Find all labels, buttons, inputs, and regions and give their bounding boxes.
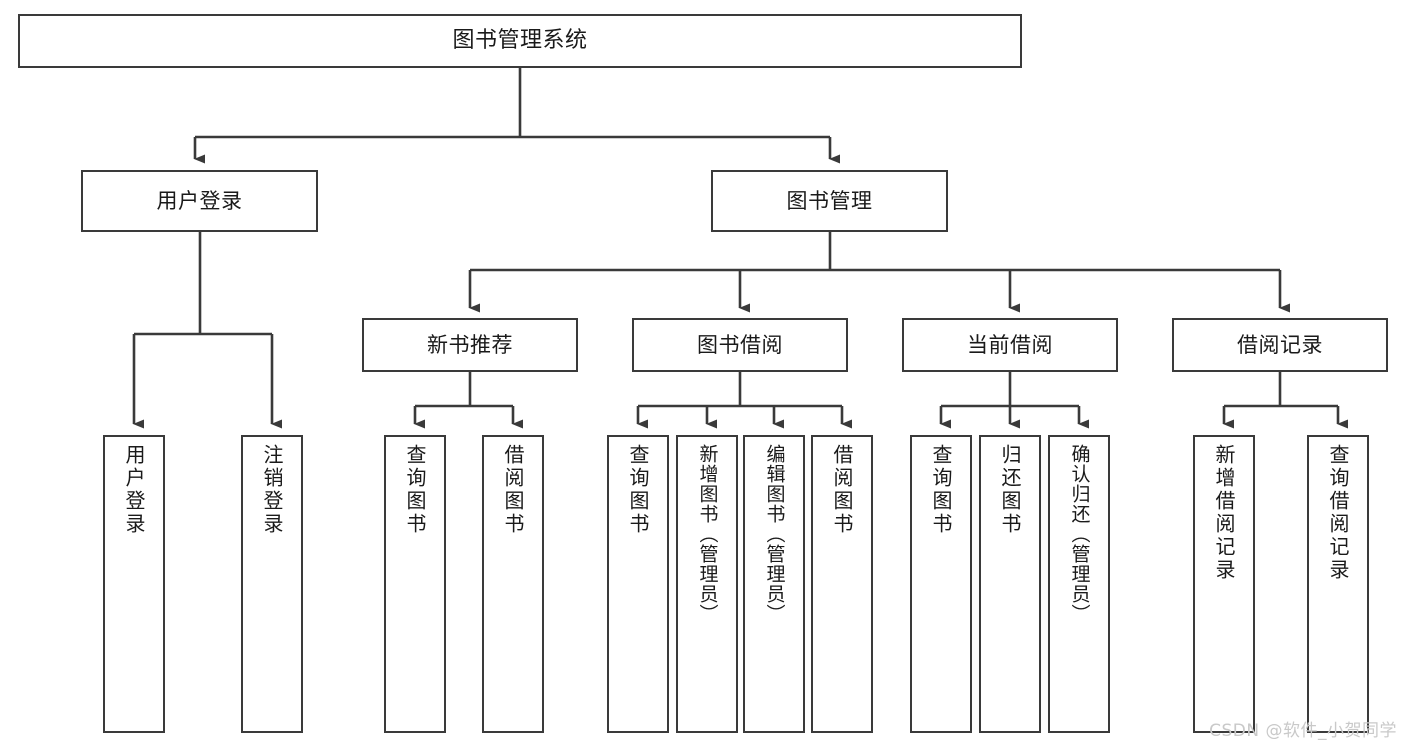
node-leaf-query-borrow-record[interactable]: 查询借阅记录 xyxy=(1307,435,1369,733)
node-leaf-add-borrow-record[interactable]: 新增借阅记录 xyxy=(1193,435,1255,733)
node-root-book-management-system[interactable]: 图书管理系统 xyxy=(18,14,1022,68)
node-book-manage[interactable]: 图书管理 xyxy=(711,170,948,232)
node-label: 确认归还（管理员） xyxy=(1068,444,1091,624)
node-label: 用户登录 xyxy=(156,188,243,213)
node-label: 编辑图书（管理员） xyxy=(763,444,786,624)
node-leaf-edit-book-admin[interactable]: 编辑图书（管理员） xyxy=(743,435,805,733)
node-label: 查询借阅记录 xyxy=(1326,444,1350,582)
node-label: 查询图书 xyxy=(626,444,650,536)
node-borrow-record[interactable]: 借阅记录 xyxy=(1172,318,1388,372)
node-label: 借阅记录 xyxy=(1237,332,1323,357)
node-leaf-query-book-current[interactable]: 查询图书 xyxy=(910,435,972,733)
node-leaf-user-login[interactable]: 用户登录 xyxy=(103,435,165,733)
node-label: 用户登录 xyxy=(122,444,146,536)
node-label: 图书管理 xyxy=(786,188,873,213)
node-user-login[interactable]: 用户登录 xyxy=(81,170,318,232)
node-label: 借阅图书 xyxy=(830,444,854,536)
node-leaf-borrow-book-recommend[interactable]: 借阅图书 xyxy=(482,435,544,733)
node-leaf-return-book[interactable]: 归还图书 xyxy=(979,435,1041,733)
node-leaf-add-book-admin[interactable]: 新增图书（管理员） xyxy=(676,435,738,733)
node-label: 图书借阅 xyxy=(697,332,783,357)
node-label: 借阅图书 xyxy=(501,444,525,536)
node-label: 新书推荐 xyxy=(427,332,513,357)
node-leaf-query-book-borrow[interactable]: 查询图书 xyxy=(607,435,669,733)
csdn-watermark: CSDN @软件_小贺同学 xyxy=(1209,721,1397,741)
node-leaf-borrow-book[interactable]: 借阅图书 xyxy=(811,435,873,733)
node-leaf-confirm-return-admin[interactable]: 确认归还（管理员） xyxy=(1048,435,1110,733)
node-current-borrow[interactable]: 当前借阅 xyxy=(902,318,1118,372)
node-label: 查询图书 xyxy=(403,444,427,536)
node-label: 归还图书 xyxy=(998,444,1022,536)
node-leaf-query-book-recommend[interactable]: 查询图书 xyxy=(384,435,446,733)
node-book-borrow[interactable]: 图书借阅 xyxy=(632,318,848,372)
node-new-book-recommend[interactable]: 新书推荐 xyxy=(362,318,578,372)
node-label: 图书管理系统 xyxy=(452,28,588,54)
node-label: 新增图书（管理员） xyxy=(696,444,719,624)
node-label: 新增借阅记录 xyxy=(1212,444,1236,582)
node-label: 注销登录 xyxy=(260,444,284,536)
node-label: 查询图书 xyxy=(929,444,953,536)
node-leaf-logout-login[interactable]: 注销登录 xyxy=(241,435,303,733)
node-label: 当前借阅 xyxy=(967,332,1053,357)
